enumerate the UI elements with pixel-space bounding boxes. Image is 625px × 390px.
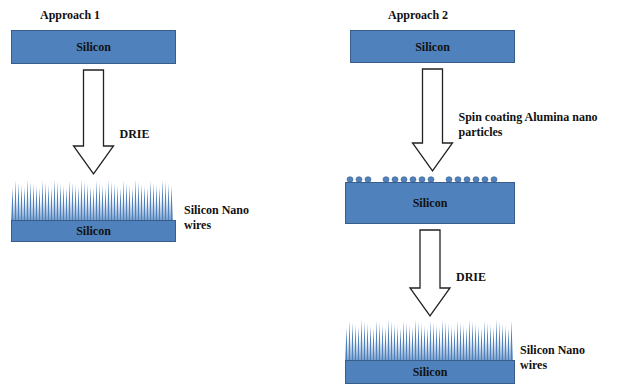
silicon-layer-box: Silicon bbox=[11, 220, 176, 242]
layer-label: Silicon bbox=[407, 194, 454, 212]
silicon-layer-box: Silicon bbox=[350, 30, 515, 63]
nanowire-label: Silicon Nano wires bbox=[520, 343, 588, 373]
silicon-layer-box: Silicon bbox=[11, 30, 176, 64]
step-label: DRIE bbox=[456, 270, 486, 285]
nanowire-label: Silicon Nano wires bbox=[184, 203, 252, 233]
approach-heading: Approach 2 bbox=[388, 8, 448, 23]
layer-label: Silicon bbox=[409, 38, 456, 56]
step-label: Spin coating Alumina nano particles bbox=[459, 110, 599, 140]
layer-label: Silicon bbox=[70, 222, 117, 240]
silicon-layer-box: Silicon bbox=[345, 360, 515, 384]
silicon-nanowires bbox=[345, 320, 513, 361]
silicon-nanowires bbox=[11, 180, 173, 221]
process-arrow bbox=[413, 69, 453, 171]
silicon-layer-box: Silicon bbox=[345, 182, 515, 224]
layer-label: Silicon bbox=[70, 38, 117, 56]
process-arrow bbox=[74, 70, 114, 174]
process-arrow bbox=[410, 230, 450, 316]
step-label: DRIE bbox=[120, 127, 150, 142]
layer-label: Silicon bbox=[407, 363, 454, 381]
approach-heading: Approach 1 bbox=[40, 8, 100, 23]
